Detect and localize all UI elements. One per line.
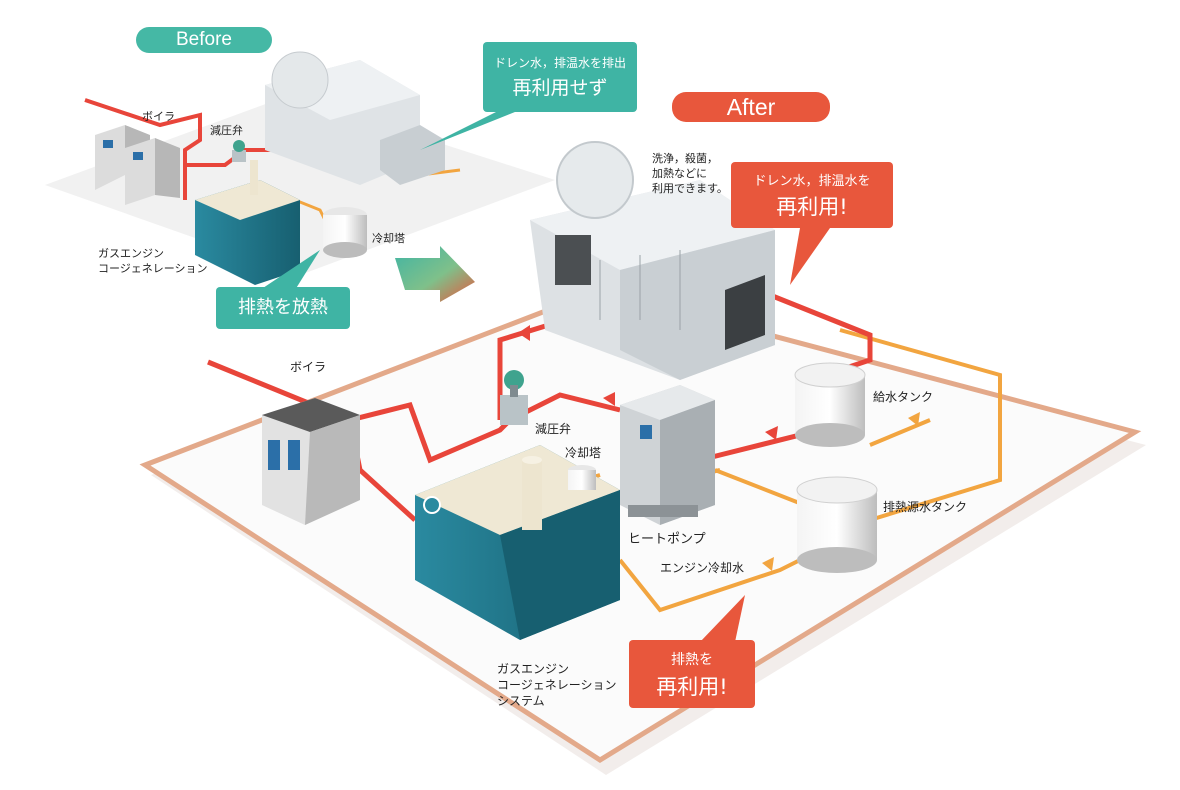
after-boiler-label: ボイラ [290, 360, 327, 374]
before-drain-callout: ドレン水，排温水を排出 再利用せず [483, 42, 637, 112]
before-valve-label: 減圧弁 [210, 124, 243, 137]
before-cogeneration-label-2: コージェネレーション [98, 262, 208, 275]
before-boilers [95, 125, 180, 205]
before-heat-callout-text: 排熱を放熱 [238, 297, 328, 318]
flow-arrow-icon [762, 412, 920, 571]
after-cooling-tower-label: 冷却塔 [565, 446, 602, 460]
before-drain-callout-line1: ドレン水，排温水を排出 [493, 56, 626, 70]
after-title: After [672, 92, 830, 122]
after-cooling-tower [568, 465, 596, 490]
after-heat-pump-label: ヒートポンプ [628, 532, 706, 547]
after-cogeneration-label-1: ガスエンジン [497, 662, 570, 676]
after-waste-heat-tank-label: 排熱源水タンク [883, 500, 968, 514]
after-cogeneration-label-2: コージェネレーション [497, 678, 617, 692]
after-heat-callout-line2: 再利用! [656, 675, 728, 699]
after-boiler [262, 398, 360, 525]
after-washer-note-1: 洗浄，殺菌， [652, 152, 718, 165]
after-washer [530, 141, 775, 380]
after-feed-tank-label: 給水タンク [873, 390, 934, 404]
before-heat-callout: 排熱を放熱 [216, 287, 350, 329]
after-heat-pump [620, 385, 715, 525]
after-drain-callout: ドレン水，排温水を 再利用! [731, 162, 893, 228]
before-engine [195, 160, 300, 285]
before-boiler-label: ボイラ [142, 110, 175, 123]
after-feed-tank [794, 362, 866, 447]
after-valve [500, 370, 528, 425]
before-title: Before [136, 27, 272, 53]
before-cooling-tower-label: 冷却塔 [372, 232, 405, 245]
after-waste-heat-tank [796, 476, 878, 573]
before-drain-callout-line2: 再利用せず [512, 77, 608, 99]
callout-tails [260, 110, 830, 642]
after-engine-cooling-label: エンジン冷却水 [660, 561, 745, 575]
after-heat-callout: 排熱を 再利用! [629, 640, 755, 708]
after-valve-label: 減圧弁 [535, 422, 572, 436]
after-engine [415, 445, 620, 640]
after-washer-note-2: 加熱などに [652, 167, 707, 180]
after-cogeneration-label-3: システム [497, 694, 545, 708]
flow-arrow-icon [518, 325, 778, 440]
after-heat-callout-line1: 排熱を [671, 652, 713, 668]
transition-arrow-icon [395, 246, 475, 302]
before-cogeneration-label-1: ガスエンジン [98, 247, 164, 260]
after-washer-note-3: 利用できます。 [652, 182, 728, 195]
after-drain-callout-line1: ドレン水，排温水を [753, 174, 871, 189]
after-drain-callout-line2: 再利用! [776, 195, 848, 219]
before-cooling-tower [323, 207, 367, 258]
before-valve [232, 140, 246, 162]
before-washer [265, 51, 445, 185]
